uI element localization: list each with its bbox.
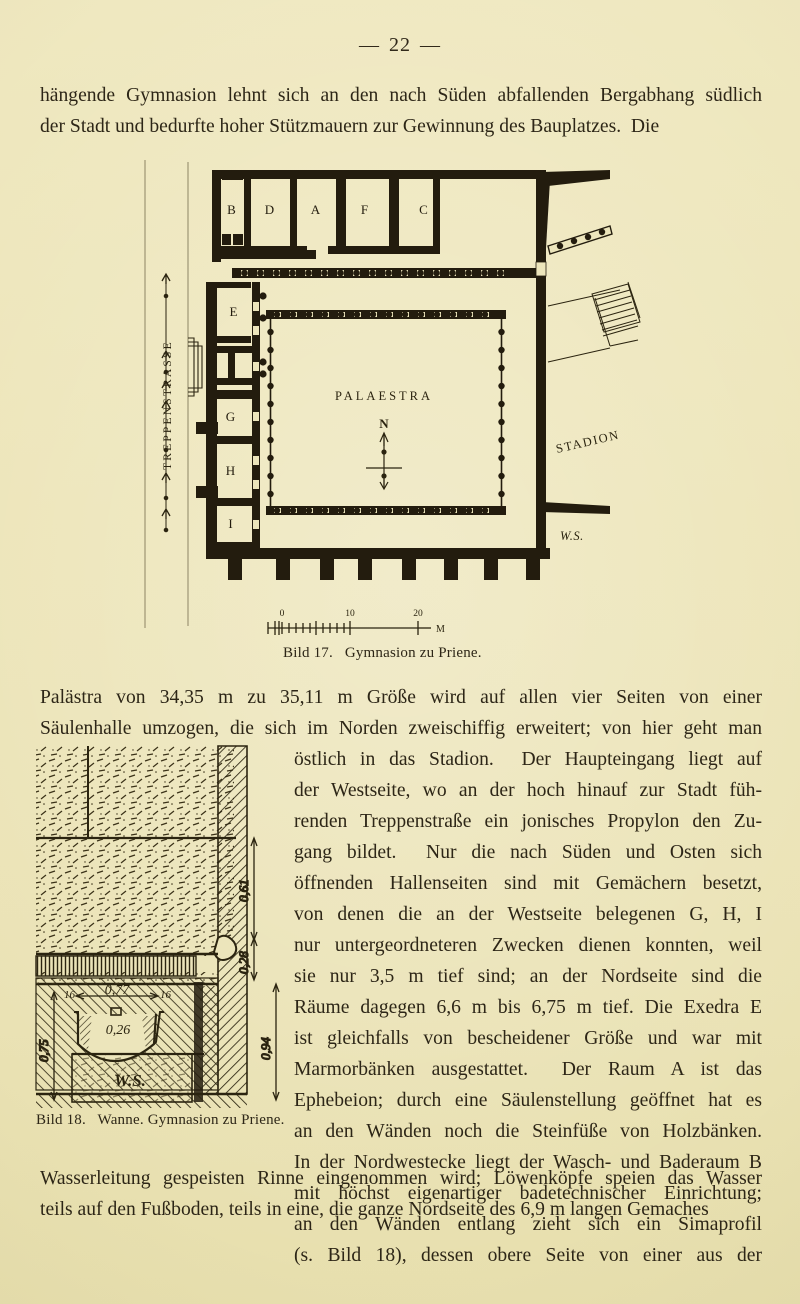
stadion-label: STADION [555,428,622,456]
page-number-dash-left: — [359,34,380,56]
west-rooms [188,282,267,550]
room-b-fittings [222,176,243,245]
figure-18-ws-label: W.S. [114,1071,146,1090]
figure-17-plan: TREPPENSTRASSE [140,150,800,670]
room-label-b: B [227,202,237,217]
dimension-0-77: 0,77 [105,983,131,998]
room-label-f: F [361,202,369,217]
text-line: der Westseite, wo an der hoch hinauf zur… [294,780,762,801]
text-line: Wasserleitung gespeisten Rinne eingenomm… [40,1168,762,1189]
text-line: von denen die an der Westseite belegenen… [294,904,762,925]
peristyle [266,310,506,515]
text-line: Palästra von 34,35 m zu 35,11 m Größe wi… [40,687,762,708]
paragraph-top: hängende Gymnasion lehnt sich an den nac… [40,80,762,142]
north-room-labels: B D A F C [227,202,429,217]
text-line: der Stadt und bedurfte hoher Stützmauern… [40,116,660,137]
text-line: sie nur 3,5 m tief sind; an der Nordseit… [294,966,762,987]
figure-18-tub-section: 0,61 0,28 0,94 0,75 0,77 [32,742,284,1110]
north-room-partitions [221,172,440,254]
paragraph-bottom: Wasserleitung gespeisten Rinne eingenomm… [40,1163,762,1225]
room-label-e: E [230,304,239,319]
room-label-d: D [265,202,275,217]
figure-17-caption: Bild 17. Gymnasion zu Priene. [283,645,482,662]
paragraph-middle: Palästra von 34,35 m zu 35,11 m Größe wi… [40,682,762,744]
north-letter: N [379,416,389,431]
north-arrow-icon [366,431,402,491]
figure-17-caption-text: Gymnasion zu Priene. [344,645,482,661]
dimension-0-75: 0,75 [36,1039,51,1062]
dimension-0-61: 0,61 [236,879,251,902]
text-line: östlich in das Stadion. Der Haupteingang… [294,749,762,770]
dimension-edge-left: 16 [64,989,76,1001]
page-number-dash-right: — [420,34,441,56]
north-colonnade [232,268,536,278]
dimension-0-28: 0,28 [236,951,251,974]
room-label-a: A [311,202,321,217]
scale-tick-0: 0 [280,609,285,619]
text-line: Säulenhalle umzogen, die sich im Norden … [40,718,762,739]
dimension-0-94: 0,94 [258,1037,273,1060]
figure-18-caption: Bild 18. Wanne. Gymnasion zu Priene. [36,1112,285,1129]
room-a-colonnade [343,174,392,254]
west-room-labels: E G H I [226,304,239,531]
ws-label: W.S. [560,529,584,543]
palaestra-label: PALAESTRA [335,389,433,403]
text-line: Räume dagegen 6,6 m bis 6,75 m tief. Die… [294,997,762,1018]
street-symbol-line [161,272,171,533]
figure-17-caption-number: Bild 17. [283,645,333,661]
text-line: (s. Bild 18), dessen obere Seite von ein… [294,1245,762,1266]
figure-18-caption-text: Wanne. Gymnasion zu Priene. [97,1112,285,1128]
street-edge-lines [144,160,189,628]
text-line: hängende Gymnasion lehnt sich an den nac… [40,85,762,106]
page-number-value: 22 [389,34,411,56]
text-line: renden Treppenstraße ein jonisches Propy… [294,811,762,832]
page-number: — 22 — [0,34,800,57]
stadion-features [535,170,641,514]
text-line: teils auf den Fußboden, teils in eine, d… [40,1199,709,1220]
text-line: öffnenden Hallenseiten sind mit Gemächer… [294,873,762,894]
text-line: Marmorbänken ausgestattet. Der Raum A is… [294,1059,762,1080]
text-line: In der Nordwestecke liegt der Wasch- und… [294,1152,762,1173]
dimension-0-26: 0,26 [106,1023,131,1038]
text-line: ist gleichfalls von bescheidener Größe u… [294,1028,762,1049]
scale-unit: M [436,624,445,635]
text-line: Ephebeion; durch eine Säulenstellung geö… [294,1090,762,1111]
text-line: nur untergeordneteren Zwecken dienen kon… [294,935,762,956]
paragraph-right: östlich in das Stadion. Der Haupteingang… [294,744,762,1271]
room-label-i: I [228,516,233,531]
room-label-g: G [226,409,236,424]
scale-tick-20: 20 [413,609,423,619]
text-line: an den Wänden noch die Steinfüße von Hol… [294,1121,762,1142]
room-label-h: H [226,463,236,478]
dimension-edge-right: 16 [160,989,172,1001]
text-line: an den Wänden entlang zieht sich ein Sim… [294,1214,762,1235]
figure-18-caption-number: Bild 18. [36,1112,86,1128]
scale-tick-10: 10 [345,609,355,619]
scale-bar: 0 10 20 [267,609,445,635]
text-line: mit höchst eigenartiger badetechnischer … [294,1183,762,1204]
street-label: TREPPENSTRASSE [162,340,174,470]
text-line: gang bildet. Nur die nach Süden und Oste… [294,842,762,863]
room-label-c: C [419,202,429,217]
south-buttresses [228,559,540,580]
